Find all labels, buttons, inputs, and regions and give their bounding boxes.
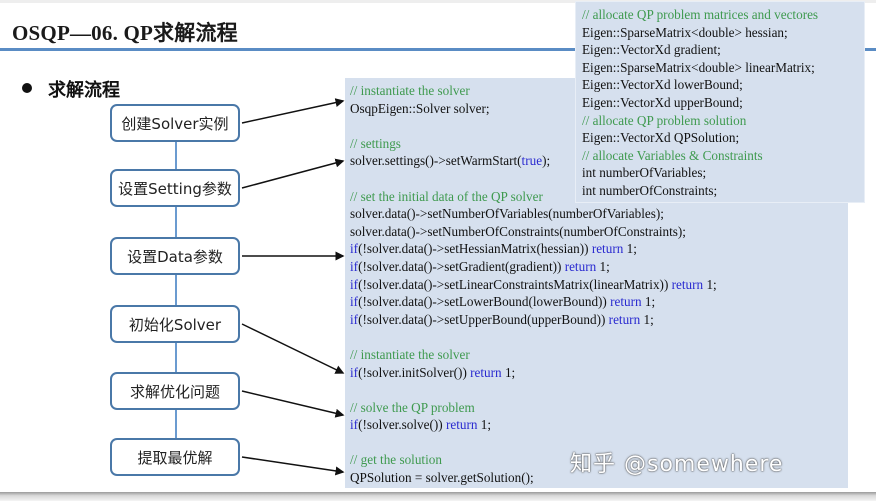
arrow-icon [241,158,345,189]
code-line: if(!solver.data()->setLinearConstraintsM… [350,276,717,292]
code-line: Eigen::SparseMatrix<double> linearMatrix… [582,59,815,75]
bullet-icon [22,83,32,93]
watermark: 知乎 @somewhere [570,452,784,477]
flow-connector [175,142,177,169]
flow-connector [175,275,177,305]
code-line: if(!solver.data()->setGradient(gradient)… [350,258,610,274]
top-border [0,0,876,3]
flow-step-settings: 设置Setting参数 [110,169,240,207]
code-comment: // settings [350,135,401,151]
flow-step-data: 设置Data参数 [110,237,240,275]
code-comment: // solve the QP problem [350,399,475,415]
code-line: if(!solver.data()->setLowerBound(lowerBo… [350,294,656,310]
flow-step-label: 设置Setting参数 [118,179,232,198]
code-line: int numberOfVariables; [582,165,707,181]
title-underline [0,48,876,51]
code-line: Eigen::VectorXd upperBound; [582,94,743,110]
code-line: Eigen::VectorXd lowerBound; [582,77,743,93]
arrow-icon [241,456,345,476]
bottom-edge [0,492,876,501]
code-line: int numberOfConstraints; [582,182,718,198]
flow-step-extract-solution: 提取最优解 [110,438,240,476]
code-line: if(!solver.initSolver()) return 1; [350,364,516,380]
flow-connector [175,207,177,237]
code-line: if(!solver.data()->setUpperBound(upperBo… [350,311,654,327]
code-line: QPSolution = solver.getSolution(); [350,470,534,486]
flow-step-create-solver: 创建Solver实例 [110,104,240,142]
flow-step-label: 提取最优解 [137,448,213,467]
flow-step-label: 初始化Solver [128,315,222,334]
code-comment: // instantiate the solver [350,83,470,98]
code-line: solver.data()->setNumberOfConstraints(nu… [350,223,686,239]
slide-title: OSQP—06. QP求解流程 [12,21,238,45]
code-comment: // instantiate the solver [350,346,470,362]
arrow-icon [241,323,345,374]
code-line: Eigen::SparseMatrix<double> hessian; [582,24,788,40]
code-comment: // allocate QP problem matrices and vect… [582,7,819,22]
code-line: if(!solver.solve()) return 1; [350,417,492,433]
flow-connector [175,410,177,438]
flow-step-label: 设置Data参数 [127,247,223,266]
flow-connector [175,343,177,372]
flow-step-solve: 求解优化问题 [110,372,240,410]
section-heading: 求解流程 [48,80,120,101]
arrow-icon [241,98,345,124]
flow-step-label: 求解优化问题 [129,382,220,401]
code-line: if(!solver.data()->setHessianMatrix(hess… [350,241,637,257]
code-comment: // allocate Variables & Constraints [582,147,763,163]
flow-step-label: 创建Solver实例 [121,114,229,133]
code-comment: // get the solution [350,452,442,468]
code-panel-allocation: // allocate QP problem matrices and vect… [576,2,864,202]
flow-step-init-solver: 初始化Solver [110,305,240,343]
code-comment: // set the initial data of the QP solver [350,188,543,204]
code-comment: // allocate QP problem solution [582,112,747,128]
code-line: solver.data()->setNumberOfVariables(numb… [350,206,664,222]
arrow-icon [241,390,345,418]
code-line: solver.settings()->setWarmStart(true); [350,153,551,169]
code-line: Eigen::VectorXd QPSolution; [582,130,740,146]
code-line: Eigen::VectorXd gradient; [582,42,721,58]
code-line: OsqpEigen::Solver solver; [350,100,490,116]
